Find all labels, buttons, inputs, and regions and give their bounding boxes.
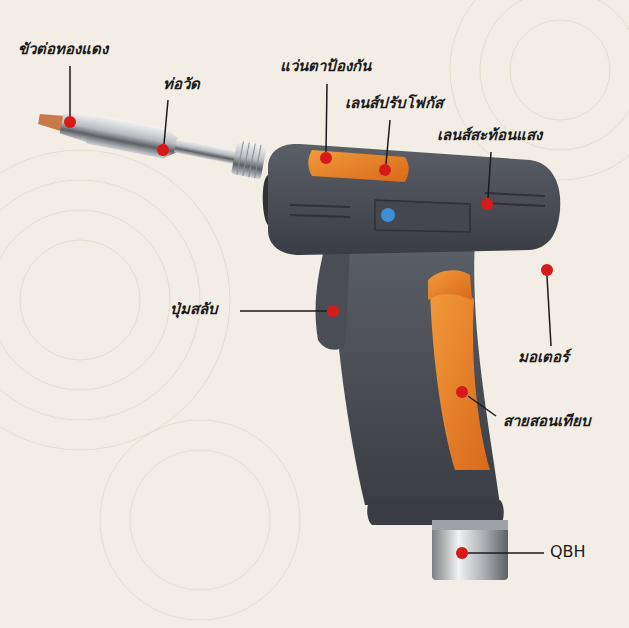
part-label: เลนส์สะท้อนแสง <box>437 126 542 144</box>
part-label: ปุ่มสลับ <box>170 300 218 318</box>
part-label: ขัวต่อทองแดง <box>18 40 108 58</box>
part-label: เลนส์ปรับโฟกัส <box>345 94 443 112</box>
part-label: QBH <box>550 542 586 561</box>
part-label: ท่อวัด <box>163 75 200 93</box>
part-label: มอเตอร์ <box>518 348 569 366</box>
part-label: แว่นตาป้องกัน <box>280 57 371 75</box>
part-label: สายสอนเทียบ <box>503 412 591 430</box>
